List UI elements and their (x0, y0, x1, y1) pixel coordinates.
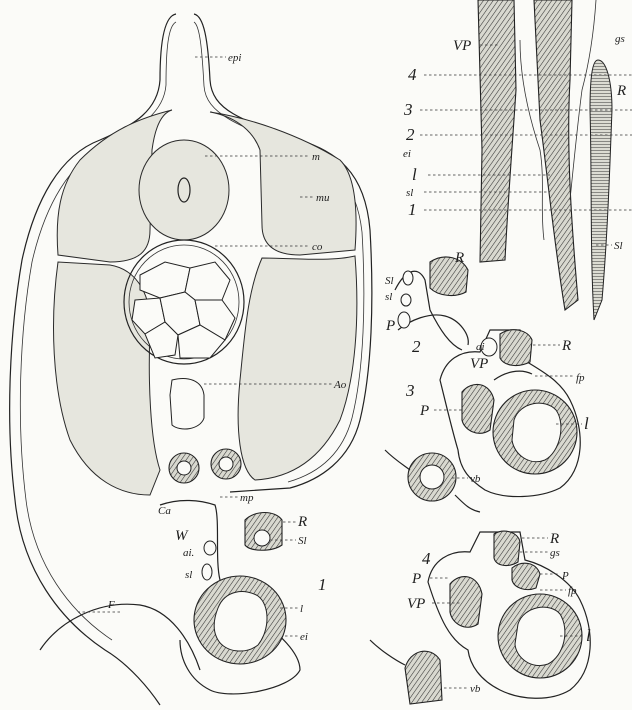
label-sl-upper-fig2: Sl (385, 275, 394, 287)
label-co: co (312, 241, 323, 253)
label-m: m (312, 151, 320, 163)
label-p-right-fig4: P (561, 570, 569, 582)
label-epi: epi (228, 52, 241, 64)
label-gs-fig4: gs (550, 547, 560, 559)
label-p-fig2: P (385, 318, 395, 334)
p-fig3 (462, 384, 494, 433)
label-ai-fig1: ai. (183, 547, 194, 559)
vb-fig4 (405, 651, 442, 704)
long-strand-r (590, 60, 612, 320)
r-vessel-fig3 (500, 330, 532, 366)
label-vb-fig3: vb (470, 473, 481, 485)
figure-number-3: 3 (405, 381, 415, 400)
label-sl-lower-fig2: sl (385, 291, 392, 303)
label-r-fig4: R (549, 531, 559, 547)
label-r-fig3: R (561, 338, 571, 354)
label-sl-lower-fig1: sl (185, 569, 192, 581)
label-p-left-fig4: P (411, 571, 421, 587)
label-l-fig1: l (300, 603, 303, 615)
muscle-block-lower-left (54, 262, 160, 495)
label-ai-fig3: ai (476, 341, 485, 353)
muscle-block-lower-right (238, 256, 357, 480)
figure-number-2: 2 (412, 337, 421, 356)
level-label-4: 4 (408, 65, 417, 84)
label-mu: mu (316, 192, 330, 204)
label-sl-top: sl (406, 187, 413, 199)
label-vp-fig4: VP (407, 596, 425, 612)
label-sl-upper-fig1: Sl (298, 535, 307, 547)
level-label-3: 3 (403, 100, 413, 119)
label-ei-top: ei (403, 148, 411, 160)
label-ca: Ca (158, 505, 171, 517)
label-l-top: l (412, 165, 417, 184)
figure-number-4: 4 (422, 549, 431, 568)
label-mp: mp (240, 492, 254, 504)
label-p-fig3: P (419, 403, 429, 419)
label-sl-upper-top: Sl (614, 240, 623, 252)
label-vp-fig3: VP (470, 356, 488, 372)
label-vb-fig4: vb (470, 683, 481, 695)
label-f: F (107, 599, 115, 611)
label-r-fig2: R (454, 250, 464, 266)
p-right-fig4 (512, 563, 540, 589)
figure-2: R Sl sl P 2 (385, 250, 468, 356)
long-strand-left (478, 0, 516, 262)
label-ei-fig1: ei (300, 631, 308, 643)
aorta (170, 379, 204, 429)
figure-1: epi m mu co Ao mp R Sl Ca W ai. sl l ei … (10, 14, 372, 705)
level-label-1: 1 (408, 200, 417, 219)
label-vp-top: VP (453, 38, 471, 54)
level-label-2: 2 (406, 125, 415, 144)
label-r-top: R (616, 83, 626, 99)
label-w: W (175, 528, 189, 544)
figure-4: R gs P P fp VP l vb 4 (370, 531, 591, 704)
label-l-fig3: l (584, 414, 589, 433)
neural-tube (139, 140, 229, 240)
label-l-fig4: l (586, 626, 591, 645)
figure-number-1: 1 (318, 575, 327, 594)
label-gs-top: gs (615, 33, 625, 45)
ai-vessel (204, 541, 216, 555)
muscle-block-upper-right (210, 112, 356, 255)
r-vessel-fig4 (494, 531, 520, 565)
label-fp-fig3: fp (576, 372, 585, 384)
label-ao: Ao (333, 379, 347, 391)
sl-vessel (202, 564, 212, 580)
p-left-fig4 (450, 577, 482, 628)
figure-3: ai VP R fp P l vb 3 (385, 330, 589, 512)
label-fp-fig4: fp (568, 585, 577, 597)
label-r-fig1: R (297, 514, 307, 530)
